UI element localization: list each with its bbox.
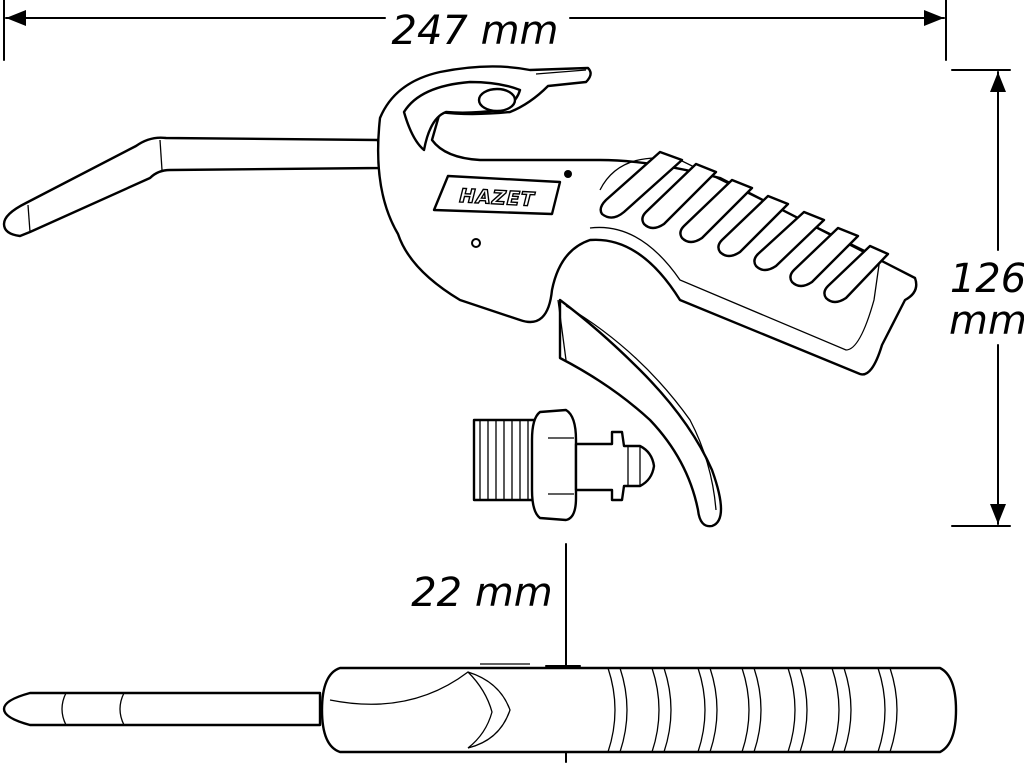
connector-nipple [574, 430, 656, 502]
hazet-logo: HAZET [432, 174, 562, 216]
connector-hex-nut [530, 408, 578, 522]
top-grip-rib [697, 667, 718, 753]
top-grip-rib [741, 667, 762, 753]
grip-ribs [599, 150, 890, 304]
logo-badge [432, 174, 562, 216]
blow-gun-top-view [2, 663, 958, 754]
top-nozzle-ring [119, 692, 125, 726]
logo-text: HAZET [459, 185, 536, 211]
top-body [320, 666, 958, 754]
top-nozzle [2, 691, 322, 727]
grip-rib [717, 194, 790, 258]
top-nozzle-ring [61, 692, 67, 726]
nozzle-tip-line [27, 204, 31, 233]
grip-rib [789, 226, 860, 288]
grip-rib [641, 162, 718, 230]
top-hook-inner [467, 671, 493, 749]
connector-thread [472, 418, 538, 502]
screw-hole [471, 238, 481, 248]
top-grip-rib [831, 667, 852, 753]
trigger-pivot-line [557, 299, 567, 361]
hook-hole [477, 87, 517, 113]
blow-gun-side-view: HAZET [2, 65, 918, 528]
top-grip-rib [787, 667, 808, 753]
height-label-value: 126 [950, 256, 1024, 302]
grip-rib [823, 244, 890, 304]
top-hook-contour [329, 671, 511, 749]
grip-rib [679, 178, 754, 244]
top-grip-rib [607, 667, 628, 753]
height-dimension: 126 mm [949, 69, 1024, 527]
grip-rib [753, 210, 826, 272]
trigger-lever [558, 298, 723, 528]
nozzle-bend-line [159, 139, 163, 171]
top-grip-rib [651, 667, 672, 753]
trigger-edge-line [565, 305, 717, 511]
top-grip-ribs [607, 667, 898, 753]
length-dimension: 247 mm [3, 0, 947, 61]
thread-lines [479, 420, 529, 500]
plug-connector [472, 408, 656, 522]
height-label-unit: mm [949, 298, 1024, 344]
hook-tip-line [535, 69, 587, 75]
width-label: 22 mm [411, 570, 553, 616]
nozzle-tube [2, 136, 382, 238]
screw-dot [564, 170, 572, 178]
grip-rib [599, 150, 684, 219]
top-grip-rib [877, 667, 898, 753]
handle-inner-contour [589, 157, 881, 351]
length-label: 247 mm [392, 8, 559, 54]
